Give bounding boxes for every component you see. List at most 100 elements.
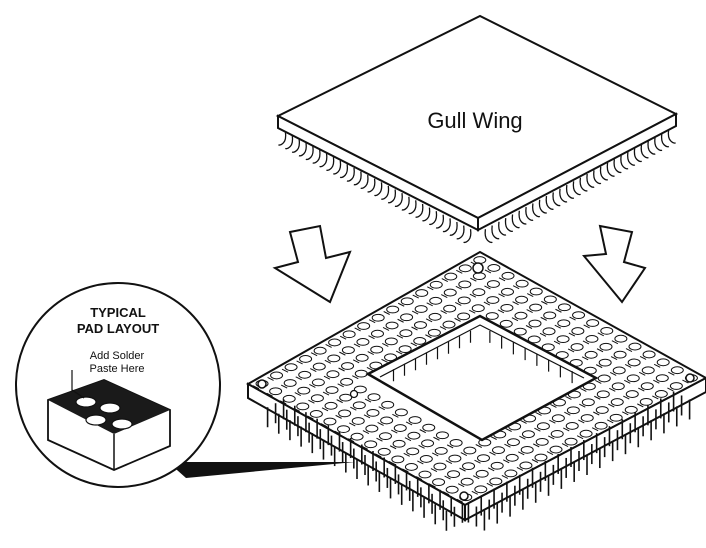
socket-pad — [611, 382, 625, 391]
pad-trace — [391, 429, 398, 434]
pad-trace — [608, 403, 615, 408]
pad-trace — [310, 368, 317, 373]
socket-pad — [580, 414, 594, 422]
socket-pad — [529, 303, 543, 312]
pad-trace — [578, 419, 585, 424]
socket-pad — [624, 405, 638, 414]
pad-trace — [550, 404, 557, 408]
pad-trace — [484, 285, 491, 290]
socket-pad — [515, 295, 529, 304]
pad-trace — [335, 414, 342, 419]
socket-pad — [543, 295, 557, 304]
detail-title-line2: PAD LAYOUT — [76, 321, 160, 336]
gull-wing-lead — [498, 221, 507, 236]
socket-pad — [337, 425, 351, 433]
socket-pad — [297, 386, 311, 395]
socket-pad — [489, 477, 503, 486]
pad-trace — [426, 302, 433, 307]
socket-pad — [370, 329, 384, 338]
corner-hole-right — [685, 373, 695, 383]
cavity-pins — [392, 330, 573, 384]
gull-wing-lead — [332, 160, 342, 175]
pad-trace — [336, 399, 343, 404]
gull-wing-lead — [346, 167, 355, 182]
pad-trace — [593, 411, 600, 416]
pad-trace — [403, 452, 410, 457]
socket-pad — [413, 321, 427, 329]
pad-trace — [653, 379, 660, 384]
pad-trace — [625, 348, 633, 353]
pad-trace — [569, 316, 576, 321]
socket-pad — [398, 345, 412, 354]
pad-trace — [505, 428, 512, 432]
socket-pad — [298, 370, 312, 379]
socket-pad — [350, 432, 364, 441]
pad-trace — [535, 412, 542, 416]
socket-pad — [418, 470, 432, 479]
pad-trace — [377, 422, 384, 426]
socket-pad — [581, 398, 595, 407]
pad-trace — [539, 332, 547, 337]
pad-trace — [405, 421, 413, 426]
pad-array — [252, 256, 698, 503]
pad-trace — [624, 379, 631, 384]
gull-wing-lead — [353, 171, 362, 186]
gull-wing-lead — [394, 193, 403, 208]
socket-pad — [595, 406, 609, 414]
socket-pad — [570, 343, 584, 351]
gull-wing-lead — [305, 146, 314, 161]
pad-trace — [484, 269, 492, 274]
pad-trace — [511, 317, 519, 322]
pad-trace — [425, 334, 432, 339]
socket-pad — [351, 417, 365, 425]
pad-trace — [563, 427, 570, 432]
pad-trace — [652, 395, 659, 400]
socket-pad — [527, 335, 541, 344]
pad-trace — [389, 445, 397, 450]
socket-pad — [433, 462, 447, 471]
socket-pad — [296, 402, 310, 411]
socket-pad — [462, 462, 476, 471]
socket-pad — [324, 401, 338, 410]
pad-trace — [501, 474, 509, 479]
package-right-side — [477, 112, 677, 232]
pad-trace — [429, 483, 436, 488]
socket-pad — [597, 374, 611, 383]
socket-pad — [419, 455, 433, 463]
socket-pad — [486, 296, 500, 304]
pad-trace — [337, 383, 344, 388]
socket-pad — [506, 438, 520, 447]
socket-pad — [391, 455, 405, 464]
socket-pad — [513, 327, 527, 336]
gull-wing-lead — [518, 210, 527, 225]
pad-trace — [594, 395, 601, 400]
pad-trace — [382, 342, 389, 347]
socket-pad — [371, 313, 385, 322]
gull-wing-lead — [339, 164, 349, 179]
pad-trace — [425, 318, 433, 323]
socket-pad — [458, 280, 472, 289]
socket-pad — [458, 264, 472, 273]
pad-trace — [338, 367, 345, 372]
socket-pad — [449, 438, 463, 447]
pad-layout-detail — [15, 282, 221, 488]
socket-pad — [313, 346, 327, 355]
gull-wing-lead — [626, 151, 636, 166]
pad-trace — [392, 413, 399, 418]
gull-wing-lead — [360, 175, 369, 189]
pad-trace — [295, 376, 302, 381]
pad-trace — [368, 335, 375, 340]
socket-pad — [669, 382, 683, 390]
pad-trace — [579, 403, 586, 408]
pad-trace — [440, 310, 447, 315]
pad-trace — [489, 451, 496, 456]
gull-wing-lead — [484, 229, 493, 244]
pad-trace — [611, 340, 619, 345]
pad-trace — [430, 468, 438, 472]
socket-pad — [311, 378, 325, 387]
pad-trace — [471, 490, 479, 495]
pad-trace — [583, 324, 590, 329]
socket-pad — [356, 338, 370, 346]
pad-trace — [502, 459, 510, 464]
